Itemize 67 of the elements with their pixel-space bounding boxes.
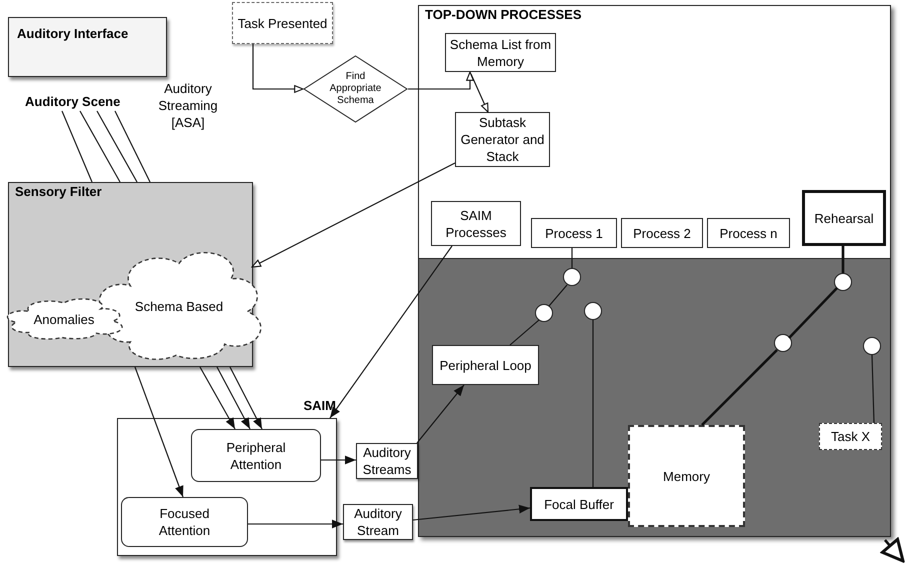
arrow <box>470 74 489 113</box>
connector-line <box>510 320 540 346</box>
arrow <box>200 366 236 430</box>
memory-box <box>628 425 745 527</box>
arrow <box>252 44 304 93</box>
connector-line <box>114 110 150 182</box>
connector-line <box>842 246 844 273</box>
box-heading: TOP-DOWN PROCESSES <box>425 7 582 24</box>
decision-diamond <box>303 55 408 123</box>
box-label: Schema List from Memory <box>448 36 552 70</box>
connector-line <box>62 110 92 182</box>
box-label: Anomalies <box>32 310 96 328</box>
stream-label: Auditory Streaming [ASA] <box>157 80 219 131</box>
arrow <box>321 456 356 464</box>
box-label: Peripheral Attention <box>225 438 287 472</box>
arrow <box>134 366 184 498</box>
process-box <box>432 345 539 385</box>
box-label: Peripheral Loop <box>438 356 532 374</box>
arrow <box>416 384 464 444</box>
box-label: Focused Attention <box>158 505 212 539</box>
box-label: Rehearsal <box>813 210 875 226</box>
connector-line <box>701 349 778 426</box>
connector-line <box>80 110 120 182</box>
connector-line <box>788 287 838 339</box>
arrow <box>216 366 250 430</box>
connector-line <box>592 320 594 487</box>
box-label: Find Appropriate Schema <box>328 71 382 107</box>
process-box <box>531 218 617 248</box>
box-label: Task Presented <box>236 14 328 32</box>
process-box <box>431 201 521 246</box>
connector-line <box>548 284 568 306</box>
box-heading: SAIM <box>304 398 336 414</box>
box-label: Focal Buffer <box>543 496 615 512</box>
box-label: Task X <box>830 428 871 445</box>
scene-label: Auditory Scene <box>25 93 137 111</box>
box-label: Auditory Streams <box>362 444 412 478</box>
container-box <box>418 5 891 537</box>
process-box <box>621 218 703 248</box>
connector-line <box>571 248 573 268</box>
stream-box <box>343 504 413 540</box>
stream-box <box>356 443 418 479</box>
process-box <box>707 218 790 248</box>
attention-box <box>121 497 248 547</box>
box-label: SAIM Processes <box>444 206 508 240</box>
process-box <box>802 190 886 246</box>
box-label: Schema Based <box>134 298 224 314</box>
arrow <box>230 366 262 430</box>
box-label: Process 2 <box>632 224 692 242</box>
task-box <box>232 2 333 44</box>
box-label: Auditory Stream <box>353 505 403 539</box>
arrow <box>412 504 530 521</box>
titled-box <box>8 17 167 77</box>
connector-line <box>871 354 875 424</box>
arrow <box>408 71 474 90</box>
arrow <box>251 162 456 268</box>
arrow <box>880 538 904 562</box>
box-label: Memory <box>662 468 711 484</box>
box-label: Process n <box>718 224 778 242</box>
connector-line <box>96 110 138 182</box>
task-box <box>819 423 882 450</box>
box-heading: Sensory Filter <box>15 184 102 200</box>
box-label: Subtask Generator and Stack <box>460 114 546 165</box>
arrow <box>248 520 343 528</box>
attention-box <box>191 429 321 482</box>
buffer-box <box>530 487 628 521</box>
box-label: Process 1 <box>544 224 604 242</box>
box-heading: Auditory Interface <box>17 26 128 41</box>
